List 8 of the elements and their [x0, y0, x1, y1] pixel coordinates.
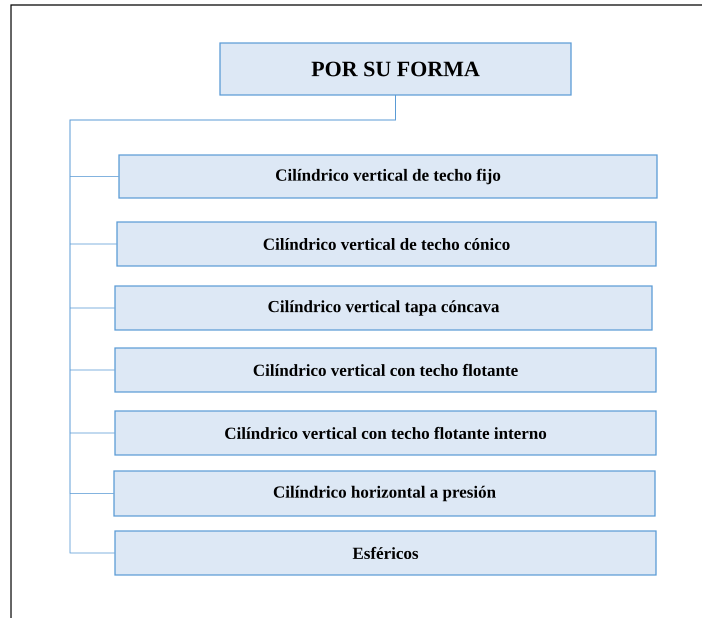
category-box: Cilíndrico vertical tapa cóncava: [114, 285, 653, 331]
title-box: POR SU FORMA: [219, 42, 572, 96]
category-box: Cilíndrico vertical de techo fijo: [118, 154, 658, 199]
category-box: Cilíndrico vertical de techo cónico: [116, 221, 657, 267]
category-box: Cilíndrico vertical con techo flotante: [114, 347, 657, 393]
category-box: Cilíndrico horizontal a presión: [113, 470, 656, 517]
category-box: Esféricos: [114, 530, 657, 576]
category-box: Cilíndrico vertical con techo flotante interno: [114, 410, 657, 456]
